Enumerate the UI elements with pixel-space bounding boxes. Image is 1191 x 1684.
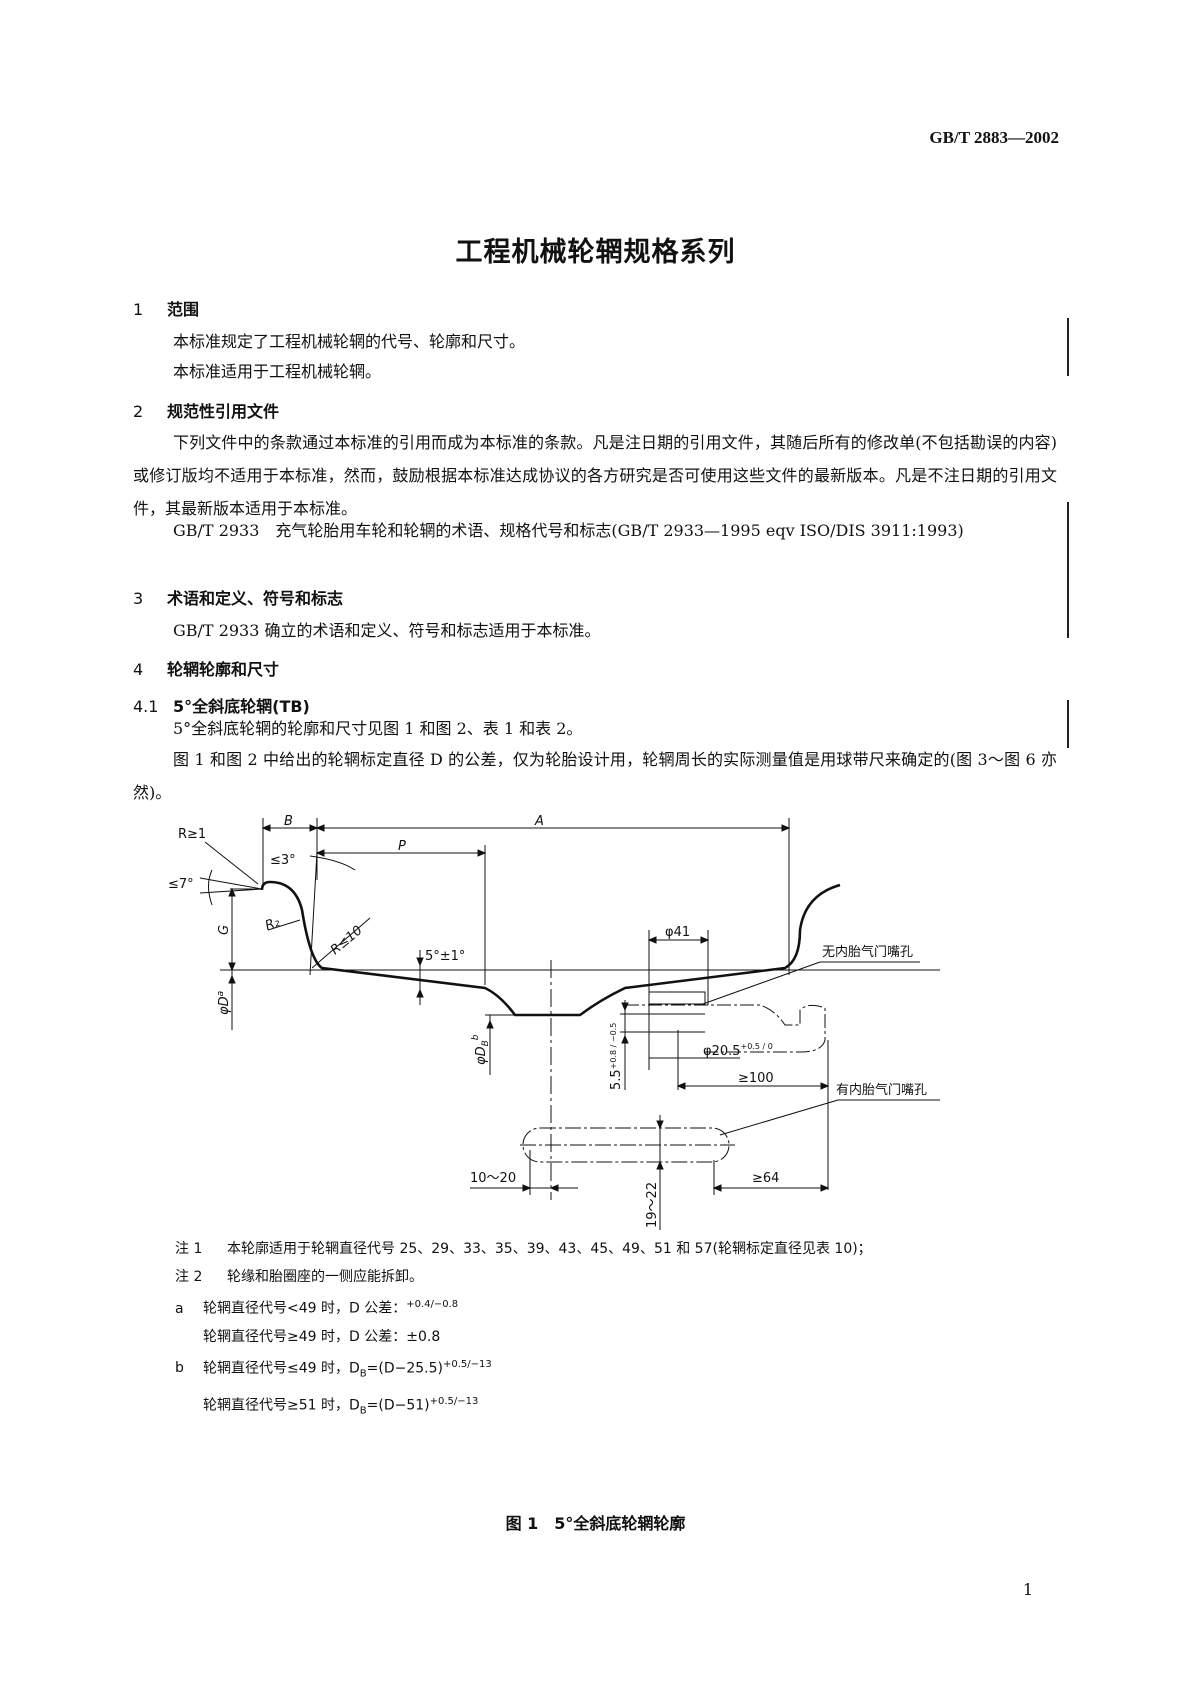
label-tubeless-valve-hole: 无内胎气门嘴孔 <box>822 944 913 960</box>
section-4-heading: 4 轮辋轮廓和尺寸 <box>133 656 279 680</box>
section-4-1-para-2: 图 1 和图 2 中给出的轮辋标定直径 D 的公差，仅为轮胎设计用，轮辋周长的实… <box>133 750 1057 802</box>
document-title: 工程机械轮辋规格系列 <box>455 237 736 268</box>
section-title: 轮辋轮廓和尺寸 <box>167 660 280 679</box>
section-number: 1 <box>133 300 144 319</box>
section-3-para-1: GB/T 2933 确立的术语和定义、符号和标志适用于本标准。 <box>173 621 601 640</box>
label-g: G <box>217 925 232 935</box>
section-1-para-1: 本标准规定了工程机械轮辋的代号、轮廓和尺寸。 <box>173 332 526 351</box>
section-2-heading: 2 规范性引用文件 <box>133 398 279 422</box>
section-title: 5°全斜底轮辋(TB) <box>173 697 310 716</box>
standard-code: GB/T 2883—2002 <box>929 128 1059 147</box>
label-r-le-10: R≤10 <box>328 923 366 958</box>
footnote-b-line-2: 轮辋直径代号≥51 时，DB=(D−51)+0.5/−13 <box>203 1396 479 1417</box>
label-phi-db: φDBb <box>471 1034 491 1065</box>
section-2-para-1: 下列文件中的条款通过本标准的引用而成为本标准的条款。凡是注日期的引用文件，其随后… <box>133 433 1057 518</box>
label-phi-20-5: φ20.5+0.5 / 0 <box>703 1042 773 1059</box>
section-title: 规范性引用文件 <box>167 402 280 421</box>
section-number: 2 <box>133 402 144 421</box>
label-slope: 5°±1° <box>425 949 465 964</box>
label-dim-5-5: 5.5+0.8 / −0.5 <box>609 1023 624 1090</box>
label-19-22: 19～22 <box>645 1182 660 1228</box>
label-r-ge-1: R≥1 <box>178 827 206 842</box>
section-2-para-2: GB/T 2933 充气轮胎用车轮和轮辋的术语、规格代号和标志(GB/T 293… <box>173 521 964 540</box>
change-bar <box>1067 700 1069 748</box>
label-le-3: ≤3° <box>270 853 296 868</box>
change-bar <box>1067 502 1069 638</box>
label-a: A <box>534 814 544 829</box>
label-tube-valve-hole: 有内胎气门嘴孔 <box>836 1082 927 1098</box>
page-number: 1 <box>1022 1580 1033 1599</box>
section-4-1-para-1: 5°全斜底轮辋的轮廓和尺寸见图 1 和图 2、表 1 和表 2。 <box>173 719 583 738</box>
label-10-20: 10～20 <box>470 1171 516 1186</box>
section-1-heading: 1 范围 <box>133 296 199 320</box>
label-phi-d: φDa <box>216 991 232 1015</box>
section-number: 4.1 <box>133 697 159 716</box>
label-b: B <box>284 814 293 829</box>
label-p: P <box>398 839 406 854</box>
section-title: 范围 <box>167 300 200 319</box>
label-ge-64: ≥64 <box>752 1171 779 1186</box>
section-title: 术语和定义、符号和标志 <box>167 589 344 608</box>
section-3-heading: 3 术语和定义、符号和标志 <box>133 585 343 609</box>
section-1-para-2: 本标准适用于工程机械轮辋。 <box>173 362 382 381</box>
section-number: 4 <box>133 660 144 679</box>
footnote-a-line-2: 轮辋直径代号≥49 时，D 公差：±0.8 <box>203 1328 441 1345</box>
section-4-1-heading: 4.1 5°全斜底轮辋(TB) <box>133 693 310 717</box>
label-le-7: ≤7° <box>168 877 194 892</box>
label-ge-100: ≥100 <box>738 1071 774 1086</box>
section-number: 3 <box>133 589 144 608</box>
change-bar <box>1067 318 1069 376</box>
label-phi-41: φ41 <box>665 925 690 940</box>
label-r2: R₂ <box>263 915 282 934</box>
